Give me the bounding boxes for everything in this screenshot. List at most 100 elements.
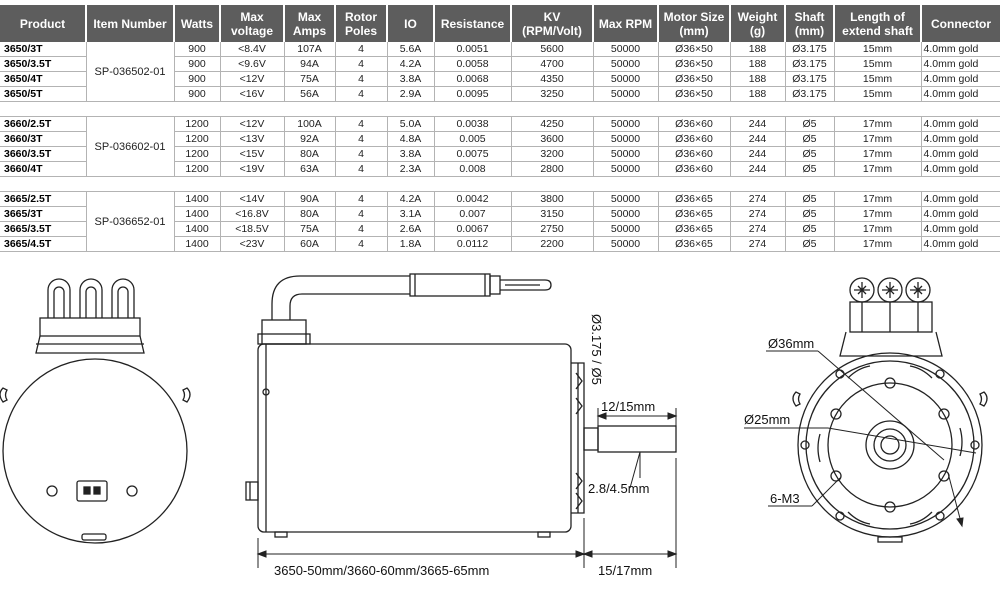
cell-product: 3650/5T bbox=[0, 86, 87, 102]
spec-table: Product Item Number Watts Max voltage Ma… bbox=[0, 5, 1000, 252]
cell-kv: 4250 bbox=[511, 116, 594, 132]
cell-connector: 4.0mm gold bbox=[921, 221, 1000, 237]
cell-kv: 3200 bbox=[511, 146, 594, 162]
cell-motor-size: Ø36×65 bbox=[658, 191, 731, 207]
cell-motor-size: Ø36×60 bbox=[658, 131, 731, 147]
cell-watts: 1200 bbox=[174, 161, 221, 177]
cell-watts: 1400 bbox=[174, 221, 221, 237]
cell-max-rpm: 50000 bbox=[593, 191, 659, 207]
cell-max-rpm: 50000 bbox=[593, 131, 659, 147]
cell-max-voltage: <12V bbox=[220, 71, 285, 87]
cell-max-rpm: 50000 bbox=[593, 116, 659, 132]
cell-watts: 900 bbox=[174, 56, 221, 72]
cell-max-amps: 60A bbox=[284, 236, 336, 252]
front-view-dimensions bbox=[744, 350, 977, 528]
header-extend-shaft: Length of extend shaft bbox=[834, 5, 922, 42]
cell-shaft: Ø3.175 bbox=[785, 56, 835, 72]
cell-max-amps: 100A bbox=[284, 116, 336, 132]
cell-kv: 4350 bbox=[511, 71, 594, 87]
cell-resistance: 0.0068 bbox=[434, 71, 512, 87]
cell-product: 3660/3.5T bbox=[0, 146, 87, 162]
cell-watts: 1400 bbox=[174, 236, 221, 252]
cell-max-voltage: <23V bbox=[220, 236, 285, 252]
cell-shaft: Ø5 bbox=[785, 146, 835, 162]
cell-extend-shaft: 17mm bbox=[834, 146, 922, 162]
cell-max-rpm: 50000 bbox=[593, 161, 659, 177]
cell-max-amps: 75A bbox=[284, 71, 336, 87]
cell-weight: 188 bbox=[730, 71, 786, 87]
cell-weight: 274 bbox=[730, 191, 786, 207]
cell-max-voltage: <19V bbox=[220, 161, 285, 177]
cell-max-amps: 107A bbox=[284, 42, 336, 57]
cell-io: 5.6A bbox=[387, 42, 435, 57]
cell-max-voltage: <8.4V bbox=[220, 42, 285, 57]
cell-io: 4.8A bbox=[387, 131, 435, 147]
cell-product: 3665/3.5T bbox=[0, 221, 87, 237]
cell-shaft: Ø5 bbox=[785, 191, 835, 207]
cell-resistance: 0.005 bbox=[434, 131, 512, 147]
cell-kv: 2200 bbox=[511, 236, 594, 252]
cell-weight: 188 bbox=[730, 42, 786, 57]
cell-extend-shaft: 17mm bbox=[834, 236, 922, 252]
header-io: IO bbox=[387, 5, 435, 42]
cell-watts: 1200 bbox=[174, 146, 221, 162]
shaft-diameter-label: Ø3.175 / Ø5 bbox=[589, 314, 604, 385]
cell-weight: 188 bbox=[730, 56, 786, 72]
cell-max-amps: 56A bbox=[284, 86, 336, 102]
cell-extend-shaft: 17mm bbox=[834, 131, 922, 147]
cell-rotor-poles: 4 bbox=[335, 116, 388, 132]
cell-connector: 4.0mm gold bbox=[921, 206, 1000, 222]
cell-io: 2.3A bbox=[387, 161, 435, 177]
header-weight: Weight (g) bbox=[730, 5, 786, 42]
group-separator bbox=[0, 176, 1000, 192]
extend-shaft-label: 15/17mm bbox=[598, 563, 652, 578]
cell-max-rpm: 50000 bbox=[593, 206, 659, 222]
cell-watts: 1200 bbox=[174, 131, 221, 147]
cell-max-voltage: <14V bbox=[220, 191, 285, 207]
cell-max-amps: 94A bbox=[284, 56, 336, 72]
cell-io: 2.6A bbox=[387, 221, 435, 237]
cell-kv: 3250 bbox=[511, 86, 594, 102]
header-shaft: Shaft (mm) bbox=[785, 5, 835, 42]
cell-rotor-poles: 4 bbox=[335, 86, 388, 102]
cell-weight: 244 bbox=[730, 116, 786, 132]
cell-product: 3660/2.5T bbox=[0, 116, 87, 132]
cell-motor-size: Ø36×65 bbox=[658, 236, 731, 252]
cell-kv: 3150 bbox=[511, 206, 594, 222]
cell-kv: 3600 bbox=[511, 131, 594, 147]
cell-extend-shaft: 17mm bbox=[834, 191, 922, 207]
cell-shaft: Ø3.175 bbox=[785, 42, 835, 57]
cell-shaft: Ø5 bbox=[785, 236, 835, 252]
cell-product: 3665/3T bbox=[0, 206, 87, 222]
cell-resistance: 0.007 bbox=[434, 206, 512, 222]
body-length-label: 3650-50mm/3660-60mm/3665-65mm bbox=[274, 563, 489, 578]
cell-connector: 4.0mm gold bbox=[921, 71, 1000, 87]
cell-motor-size: Ø36×50 bbox=[658, 42, 731, 57]
cell-product: 3650/4T bbox=[0, 71, 87, 87]
cell-product: 3650/3T bbox=[0, 42, 87, 57]
cell-product: 3665/2.5T bbox=[0, 191, 87, 207]
cell-extend-shaft: 15mm bbox=[834, 86, 922, 102]
cell-extend-shaft: 15mm bbox=[834, 56, 922, 72]
cell-resistance: 0.0058 bbox=[434, 56, 512, 72]
cell-max-amps: 63A bbox=[284, 161, 336, 177]
cell-connector: 4.0mm gold bbox=[921, 42, 1000, 57]
cell-connector: 4.0mm gold bbox=[921, 116, 1000, 132]
shaft-length-label: 12/15mm bbox=[601, 399, 655, 414]
cell-rotor-poles: 4 bbox=[335, 131, 388, 147]
cell-watts: 1200 bbox=[174, 116, 221, 132]
cell-motor-size: Ø36×50 bbox=[658, 71, 731, 87]
cell-max-amps: 80A bbox=[284, 146, 336, 162]
header-kv: KV (RPM/Volt) bbox=[511, 5, 594, 42]
cell-shaft: Ø5 bbox=[785, 131, 835, 147]
cell-rotor-poles: 4 bbox=[335, 191, 388, 207]
cell-extend-shaft: 17mm bbox=[834, 161, 922, 177]
header-motor-size: Motor Size (mm) bbox=[658, 5, 731, 42]
